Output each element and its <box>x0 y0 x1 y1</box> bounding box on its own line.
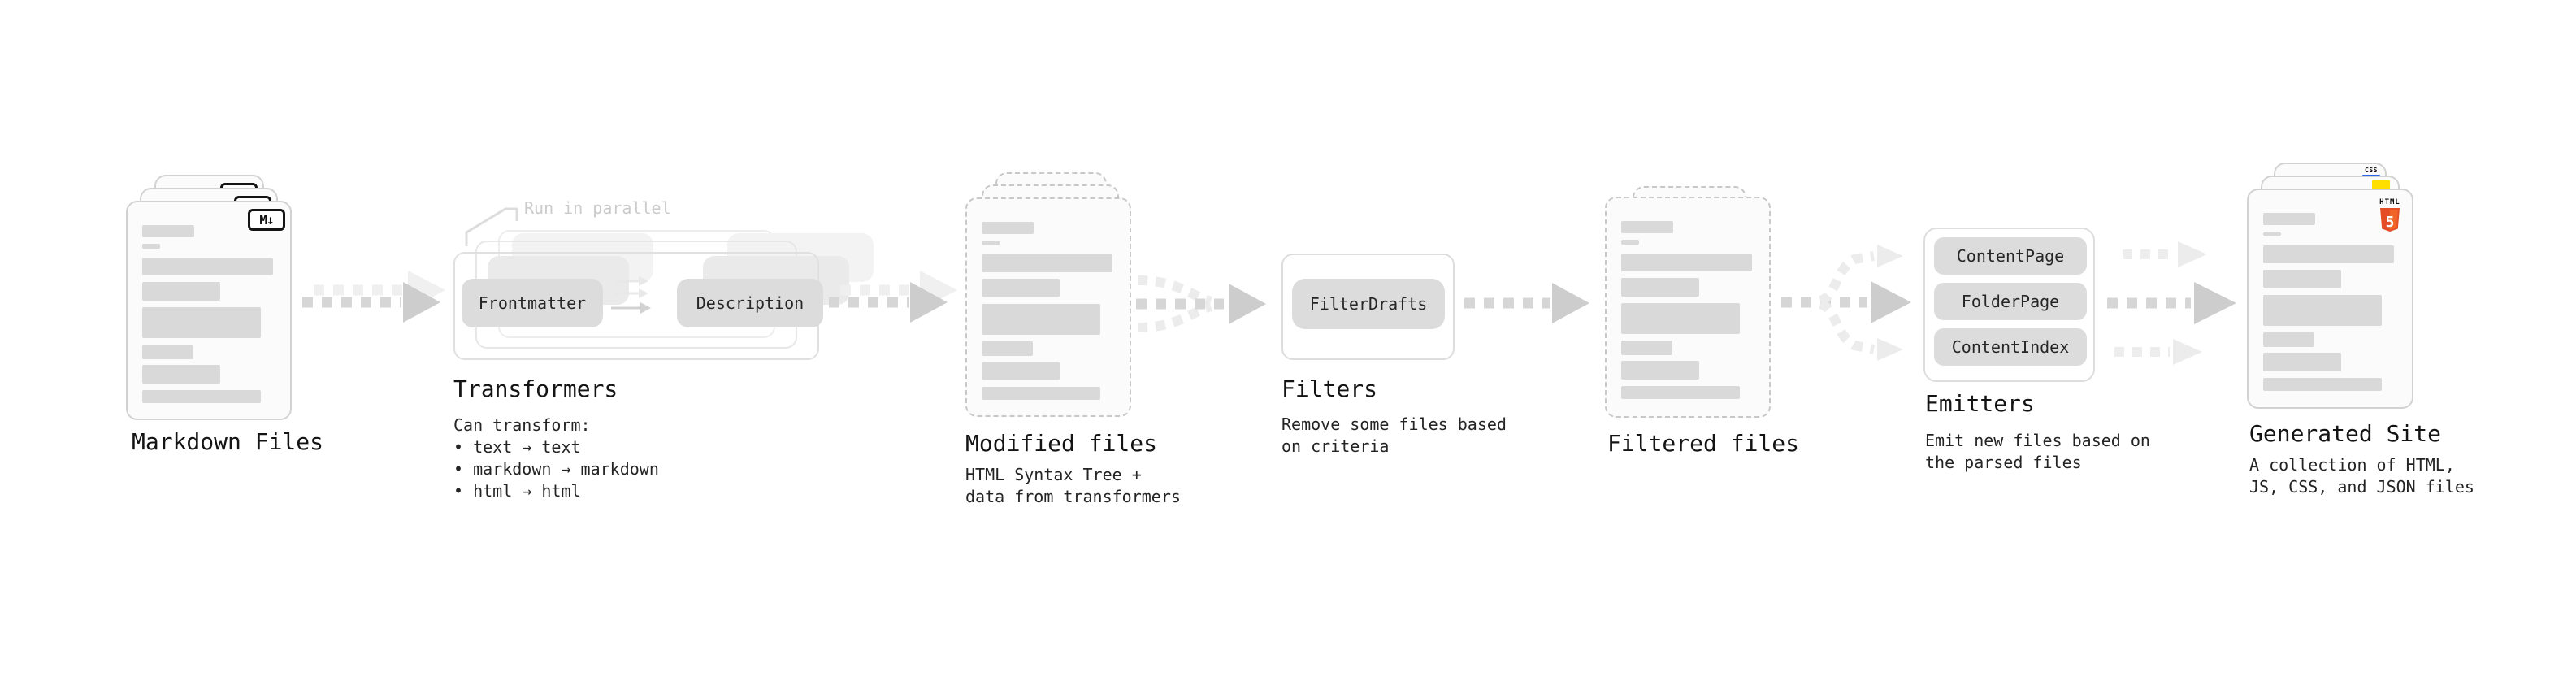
placeholder-bar <box>142 307 261 338</box>
placeholder-bar <box>1621 254 1752 271</box>
placeholder-bar <box>2263 245 2394 263</box>
arrow-filters-to-filtered <box>1464 283 1589 323</box>
arrow-modified-to-filters <box>1136 275 1266 332</box>
placeholder-bar <box>2263 295 2382 326</box>
placeholder-bar <box>1621 386 1740 399</box>
placeholder-bar <box>2263 213 2315 225</box>
placeholder-bar <box>1621 303 1740 334</box>
markdown-icon: M↓ <box>248 209 285 231</box>
placeholder-bar <box>982 222 1034 234</box>
placeholder-bar <box>142 365 220 384</box>
emitter-node-contentindex: ContentIndex <box>1934 328 2087 366</box>
html5-number: 5 <box>2386 214 2395 231</box>
placeholder-bar <box>1621 361 1699 380</box>
html5-shield-icon: 5 <box>2380 208 2400 232</box>
file-content-placeholder <box>2263 213 2394 391</box>
modified-file-card-front <box>965 197 1131 417</box>
emitter-node-folderpage: FolderPage <box>1934 283 2087 320</box>
markdown-file-card-front: M↓ <box>126 201 292 420</box>
arrow-markdown-to-transformers <box>302 271 445 323</box>
generated-html-file-card: HTML 5 <box>2247 189 2413 409</box>
filter-node-filterdrafts: FilterDrafts <box>1292 279 1445 329</box>
javascript-icon <box>2372 180 2390 189</box>
html5-icon-label: HTML <box>2379 198 2400 206</box>
filtered-file-card-front <box>1605 197 1771 418</box>
placeholder-bar <box>982 279 1060 297</box>
placeholder-bar <box>982 387 1100 400</box>
placeholder-bar <box>1621 340 1672 355</box>
placeholder-bar <box>982 241 1000 245</box>
file-content-placeholder <box>1621 221 1752 399</box>
stage-desc-modified-files: HTML Syntax Tree + data from transformer… <box>965 465 1181 506</box>
placeholder-bar <box>142 390 261 403</box>
stage-desc-filters: Remove some files based on criteria <box>1281 414 1507 456</box>
placeholder-bar <box>142 258 273 275</box>
placeholder-bar <box>2263 332 2314 347</box>
html5-icon: HTML 5 <box>2378 198 2402 232</box>
placeholder-bar <box>2263 353 2341 371</box>
placeholder-bar <box>142 282 220 301</box>
placeholder-bar <box>982 254 1112 272</box>
stage-title-modified-files: Modified files <box>965 430 1158 457</box>
file-content-placeholder <box>982 222 1112 400</box>
placeholder-bar <box>142 345 193 359</box>
placeholder-bar <box>142 244 160 249</box>
stage-title-filtered-files: Filtered files <box>1607 430 1800 457</box>
stage-title-generated-site: Generated Site <box>2249 420 2442 447</box>
placeholder-bar <box>1621 221 1673 233</box>
stage-desc-generated-site: A collection of HTML, JS, CSS, and JSON … <box>2249 455 2474 497</box>
run-in-parallel-annotation: Run in parallel <box>524 198 671 218</box>
placeholder-bar <box>982 341 1033 356</box>
emitter-node-contentpage: ContentPage <box>1934 237 2087 275</box>
placeholder-bar <box>2263 270 2341 288</box>
stage-title-filters: Filters <box>1281 375 1378 402</box>
stage-title-emitters: Emitters <box>1925 390 2035 417</box>
placeholder-bar <box>982 304 1100 335</box>
placeholder-bar <box>142 225 194 237</box>
transformer-node-description: Description <box>677 279 823 327</box>
file-content-placeholder <box>142 225 273 403</box>
css-icon-label: CSS <box>2365 167 2378 174</box>
transformer-node-frontmatter: Frontmatter <box>462 279 603 327</box>
placeholder-bar <box>1621 240 1639 245</box>
placeholder-bar <box>1621 278 1699 297</box>
arrow-filtered-to-emitters <box>1781 245 1911 361</box>
stage-desc-emitters: Emit new files based on the parsed files <box>1925 431 2150 472</box>
arrow-emitters-to-generated <box>2107 241 2236 365</box>
stage-title-transformers: Transformers <box>453 375 618 402</box>
placeholder-bar <box>982 362 1060 380</box>
placeholder-bar <box>2263 378 2382 391</box>
placeholder-bar <box>2263 232 2281 236</box>
stage-title-markdown-files: Markdown Files <box>132 428 324 455</box>
stage-desc-transformers: Can transform: • text → text • markdown … <box>453 415 659 501</box>
